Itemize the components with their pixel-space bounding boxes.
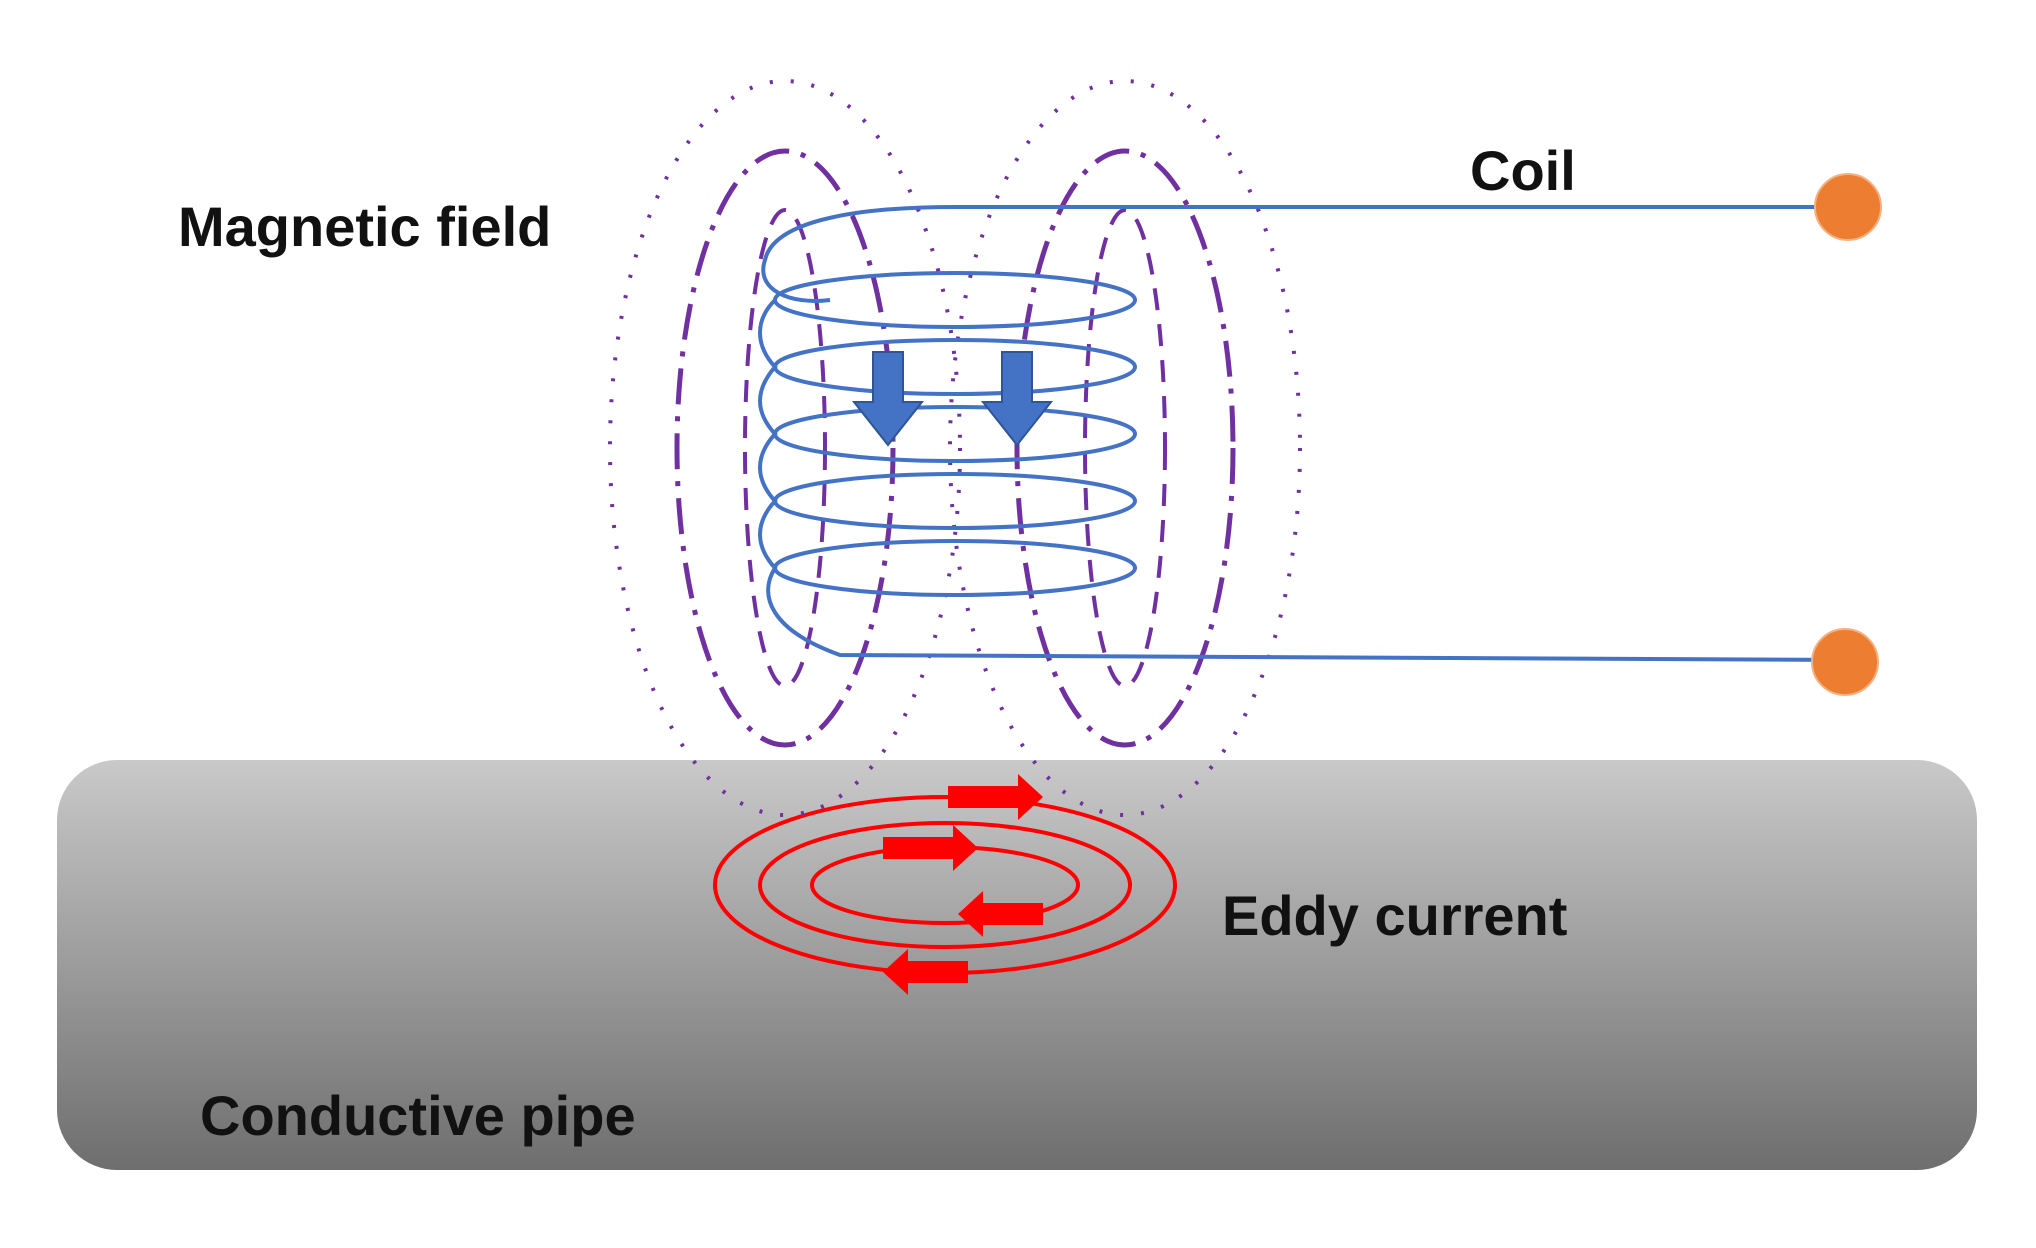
coil-turn-4 xyxy=(773,472,1137,530)
coil-turn-5 xyxy=(773,539,1137,597)
field-line-left-inner xyxy=(743,208,827,688)
field-line-right-middle xyxy=(1014,148,1236,748)
eddy-arrow-right-icon xyxy=(948,774,1043,820)
field-line-right-inner xyxy=(1083,208,1167,688)
field-line-left-middle xyxy=(674,148,896,748)
field-down-arrow-icon xyxy=(980,351,1054,447)
field-down-arrow-icon xyxy=(851,351,925,447)
field-line-left-outer xyxy=(608,79,962,817)
eddy-current-arrows xyxy=(883,774,1043,995)
eddy-current-label: Eddy current xyxy=(1222,884,1567,947)
coil-top-lead xyxy=(761,205,1848,303)
conductive-pipe xyxy=(57,760,1977,1170)
terminal-top-icon xyxy=(1814,173,1882,241)
conductive-pipe-label: Conductive pipe xyxy=(200,1084,636,1147)
coil-turn-2 xyxy=(773,338,1137,396)
magnetic-field-lines xyxy=(608,79,1302,817)
eddy-arrow-left-icon xyxy=(883,949,968,995)
eddy-arrow-left-icon xyxy=(958,891,1043,937)
coil xyxy=(758,205,1849,662)
field-line-right-outer xyxy=(948,79,1302,817)
coil-label: Coil xyxy=(1470,139,1576,202)
terminal-bottom-icon xyxy=(1811,628,1879,696)
coil-side-left xyxy=(758,298,1849,662)
magnetic-field-label: Magnetic field xyxy=(178,195,551,258)
eddy-arrow-right-icon xyxy=(883,825,978,871)
coil-turn-3 xyxy=(773,405,1137,463)
eddy-loop-middle xyxy=(758,821,1132,949)
